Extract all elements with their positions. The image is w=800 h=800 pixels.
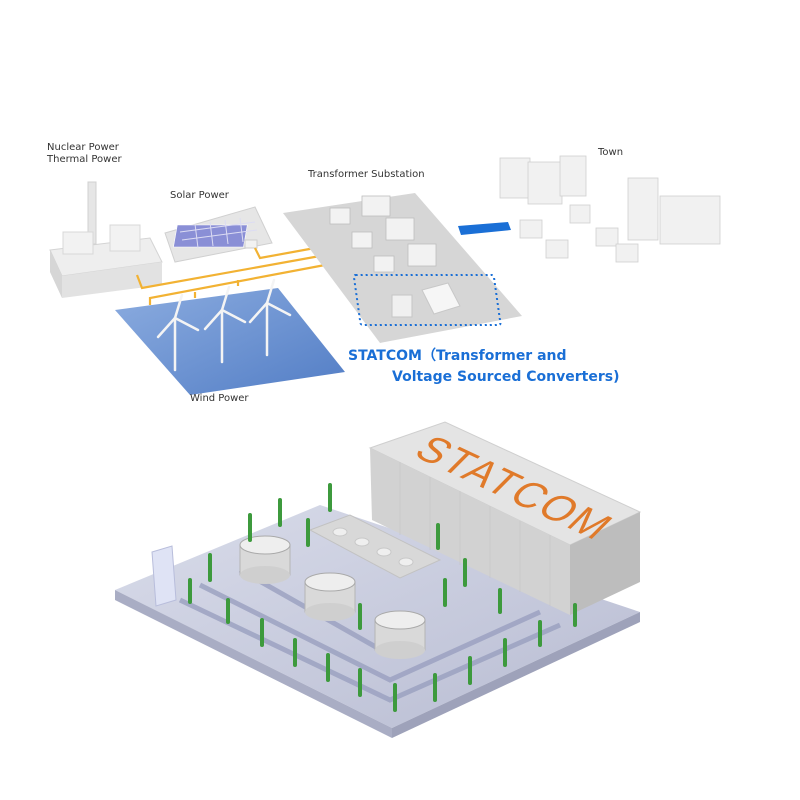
label-wind-power: Wind Power [190, 393, 249, 404]
statcom-building: STATCOM [368, 421, 642, 615]
statcom-highlight-box [352, 274, 502, 326]
label-nuclear-power: Nuclear Power [47, 142, 120, 153]
label-transformer-substation: Transformer Substation [307, 169, 425, 180]
statcom-facility-illustration: STATCOM [115, 421, 642, 738]
label-thermal-power: Thermal Power [46, 154, 122, 165]
power-lines [135, 246, 326, 305]
wind-turbine-icons [156, 278, 292, 372]
reactor-2 [304, 572, 356, 621]
offshore-wind-farm [115, 278, 345, 395]
transmission-link [458, 222, 511, 235]
control-cabinet [151, 545, 177, 607]
statcom-caption-line1: STATCOM（Transformer and [348, 348, 567, 364]
reactor-1 [239, 535, 291, 584]
solar-farm [164, 206, 273, 263]
nuclear-thermal-plant [49, 181, 163, 298]
reactor-3 [374, 610, 426, 659]
insulator-posts [188, 483, 577, 712]
label-solar-power: Solar Power [170, 190, 230, 201]
air-core-reactors [239, 535, 426, 659]
power-grid-overview: Nuclear Power Thermal Power Solar Power [46, 142, 721, 404]
town-buildings [499, 155, 721, 263]
statcom-caption-line2: Voltage Sourced Converters) [392, 369, 620, 385]
label-town: Town [597, 147, 623, 158]
transformer-substation [283, 193, 522, 343]
